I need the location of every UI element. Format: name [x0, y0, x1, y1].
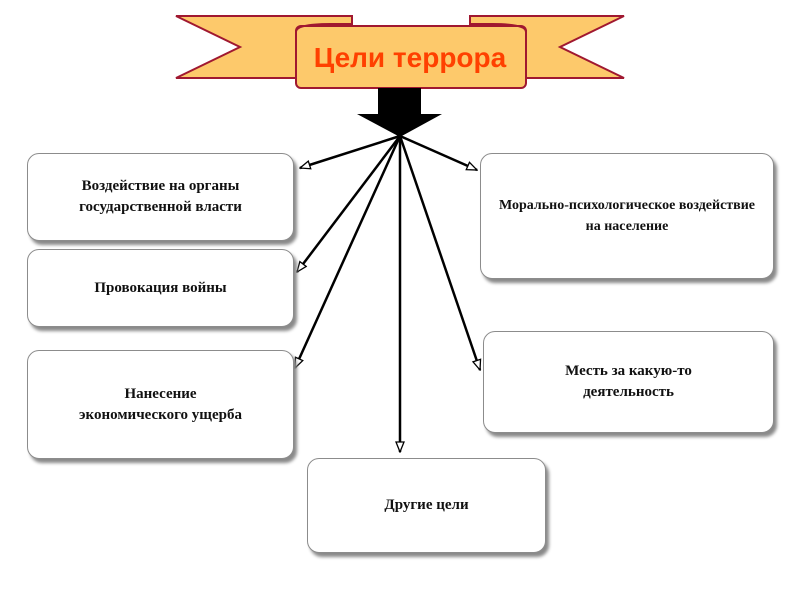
connector-6	[399, 134, 477, 172]
connectors	[293, 134, 480, 452]
goal-box-revenge: Месть за какую-то деятельность	[483, 331, 774, 433]
connector-2	[297, 135, 401, 272]
goal-box-psychological: Морально-психологическое воздействие на …	[480, 153, 774, 279]
connector-1	[300, 134, 401, 168]
goal-box-economic: Нанесение экономического ущерба	[27, 350, 294, 459]
goal-box-government: Воздействие на органы государственной вл…	[27, 153, 294, 241]
goal-box-war: Провокация войны	[27, 249, 294, 327]
down-arrow-icon	[357, 88, 442, 137]
banner	[175, 15, 625, 89]
connector-3	[293, 135, 402, 368]
connector-5	[398, 135, 480, 370]
goal-box-other: Другие цели	[307, 458, 546, 553]
diagram-title: Цели террора	[313, 42, 507, 73]
